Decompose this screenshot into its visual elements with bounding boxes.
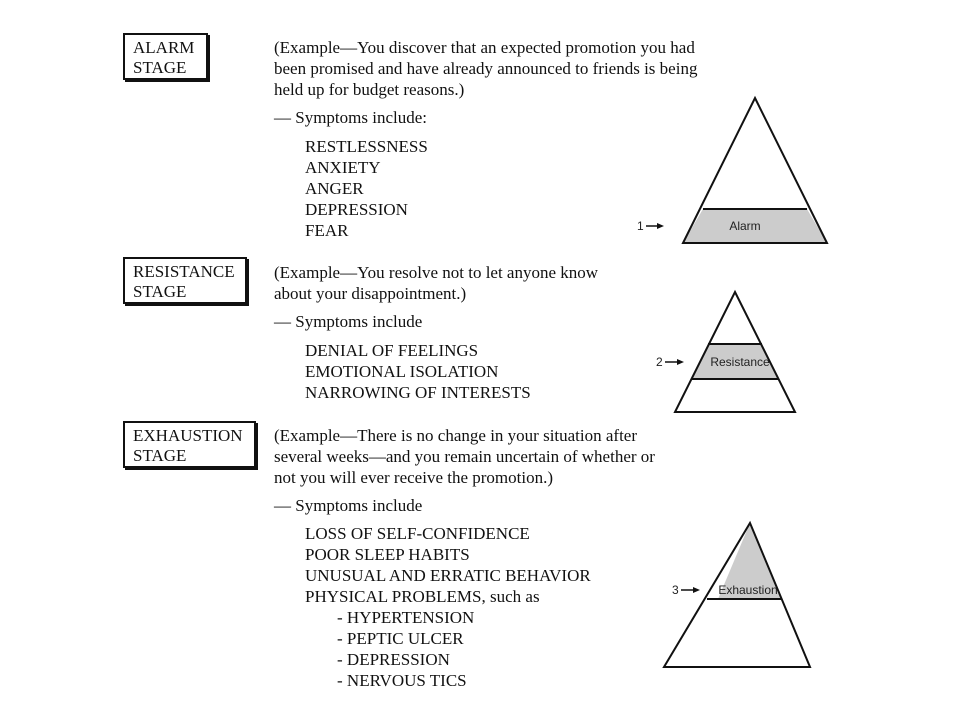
pyramid-label: Exhaustion [718, 583, 777, 597]
exhaustion-symptoms-intro: — Symptoms include [274, 496, 423, 515]
resistance-example: (Example—You resolve not to let anyone k… [274, 262, 598, 304]
pyramid-number: 2 [656, 355, 663, 369]
symptom-item: POOR SLEEP HABITS [305, 545, 470, 564]
exhaustion-stage-box: EXHAUSTION STAGE [123, 421, 256, 468]
symptom-item: RESTLESSNESS [305, 137, 428, 156]
alarm-stage-box: ALARM STAGE [123, 33, 208, 80]
example-line: about your disappointment.) [274, 284, 467, 303]
example-line: been promised and have already announced… [274, 59, 698, 78]
arrow-head [677, 359, 684, 365]
example-line: several weeks—and you remain uncertain o… [274, 447, 655, 466]
symptom-item: ANGER [305, 179, 364, 198]
symptom-item: FEAR [305, 221, 349, 240]
sub-symptom-item: - NERVOUS TICS [337, 671, 467, 690]
stage-title-line: STAGE [133, 446, 187, 465]
exhaustion-example: (Example—There is no change in your situ… [274, 425, 655, 488]
symptom-item: LOSS OF SELF-CONFIDENCE [305, 524, 530, 543]
pyramid-number: 3 [672, 583, 679, 597]
resistance-symptoms-intro: — Symptoms include [274, 312, 423, 331]
sub-symptom-item: - PEPTIC ULCER [337, 629, 464, 648]
stage-title-line: STAGE [133, 58, 187, 77]
example-line: (Example—You discover that an expected p… [274, 38, 695, 57]
arrow-head [657, 223, 664, 229]
alarm-symptoms-list: RESTLESSNESS ANXIETY ANGER DEPRESSION FE… [305, 136, 428, 241]
resistance-band-highlight [691, 344, 779, 379]
stage-title-line: EXHAUSTION [133, 426, 243, 445]
symptom-item: PHYSICAL PROBLEMS, such as [305, 587, 540, 606]
example-line: held up for budget reasons.) [274, 80, 465, 99]
exhaustion-symptoms-list: LOSS OF SELF-CONFIDENCE POOR SLEEP HABIT… [305, 523, 591, 691]
pyramid-outline [662, 520, 812, 668]
alarm-band-highlight [683, 209, 827, 243]
resistance-symptoms-list: DENIAL OF FEELINGS EMOTIONAL ISOLATION N… [305, 340, 531, 403]
symptom-item: UNUSUAL AND ERRATIC BEHAVIOR [305, 566, 591, 585]
sub-symptom-item: - DEPRESSION [337, 650, 450, 669]
sub-symptom-item: - HYPERTENSION [337, 608, 475, 627]
symptom-item: NARROWING OF INTERESTS [305, 383, 531, 402]
example-line: (Example—There is no change in your situ… [274, 426, 638, 445]
stage-title-line: STAGE [133, 282, 187, 301]
symptom-item: DEPRESSION [305, 200, 408, 219]
pyramid-outline [673, 289, 797, 413]
pyramid-label: Resistance [710, 355, 770, 369]
arrow-head [693, 587, 700, 593]
pyramid-number: 1 [637, 219, 644, 233]
alarm-symptoms-intro: — Symptoms include: [274, 108, 427, 127]
exhaustion-pyramid: 3 Exhaustion [662, 520, 812, 668]
pyramid-label: Alarm [729, 219, 760, 233]
exhaustion-band-highlight [718, 523, 782, 599]
symptom-item: DENIAL OF FEELINGS [305, 341, 479, 360]
pyramid-outline [681, 95, 829, 244]
example-line: (Example—You resolve not to let anyone k… [274, 263, 599, 282]
symptom-item: ANXIETY [305, 158, 381, 177]
stage-title-line: ALARM [133, 38, 195, 57]
alarm-pyramid: 1 Alarm [637, 95, 829, 244]
symptom-item: EMOTIONAL ISOLATION [305, 362, 499, 381]
resistance-stage-box: RESISTANCE STAGE [123, 257, 247, 304]
example-line: not you will ever receive the promotion.… [274, 468, 553, 487]
stage-title-line: RESISTANCE [133, 262, 235, 281]
alarm-example: (Example—You discover that an expected p… [274, 37, 697, 100]
resistance-pyramid: 2 Resistance [656, 289, 797, 413]
